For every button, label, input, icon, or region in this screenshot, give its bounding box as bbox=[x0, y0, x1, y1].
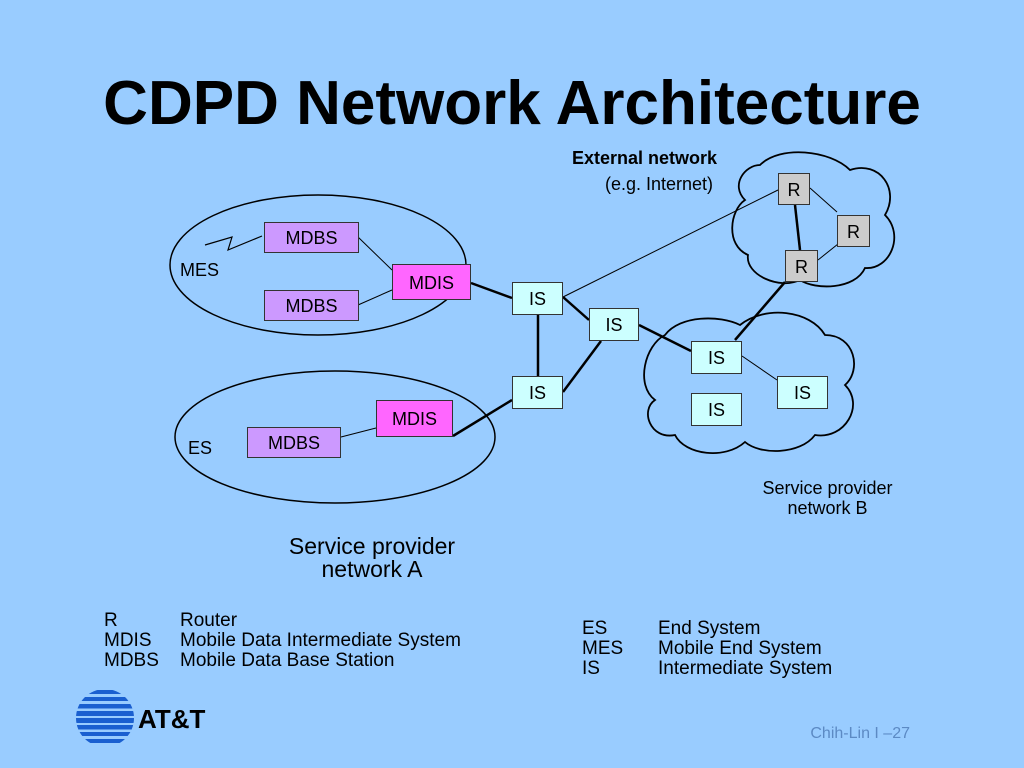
legend-row: ES End System bbox=[582, 619, 832, 639]
legend-row: IS Intermediate System bbox=[582, 659, 832, 679]
legend-meaning: Mobile Data Intermediate System bbox=[180, 630, 461, 651]
legend-meaning: Mobile Data Base Station bbox=[180, 650, 395, 671]
network-b-line2: network B bbox=[787, 498, 868, 518]
mes-label: MES bbox=[180, 260, 220, 280]
att-globe-icon bbox=[76, 690, 134, 743]
legend-row: MES Mobile End System bbox=[582, 639, 832, 659]
legend-meaning: Intermediate System bbox=[658, 658, 833, 679]
is-node-2: IS bbox=[589, 308, 639, 341]
external-network-cloud bbox=[731, 151, 896, 288]
legend-abbr: MDIS bbox=[104, 630, 152, 651]
network-a-line1: Service provider bbox=[288, 533, 456, 559]
mdbs-node-2: MDBS bbox=[264, 290, 359, 321]
network-b-line1: Service provider bbox=[762, 478, 893, 498]
legend-row: MDIS Mobile Data Intermediate System bbox=[104, 631, 461, 651]
network-b-caption: Service provider network B bbox=[740, 478, 915, 518]
legend-abbr: R bbox=[104, 610, 118, 631]
att-logo-text: AT&T bbox=[138, 704, 206, 734]
legend-abbr: ES bbox=[582, 618, 608, 639]
router-node-1: R bbox=[778, 173, 810, 205]
is-node-4: IS bbox=[691, 341, 742, 374]
slide-footer: Chih-Lin I –27 bbox=[810, 725, 910, 742]
external-network-sublabel: (e.g. Internet) bbox=[605, 174, 714, 194]
legend-meaning: End System bbox=[658, 618, 761, 639]
network-b-cloud bbox=[643, 311, 855, 454]
network-a-caption: Service provider network A bbox=[270, 535, 474, 581]
legend-row: R Router bbox=[104, 611, 461, 631]
router-node-3: R bbox=[785, 250, 818, 282]
mdbs-node-1: MDBS bbox=[264, 222, 359, 253]
radio-link-zigzag bbox=[204, 235, 263, 252]
mdbs-node-3: MDBS bbox=[247, 427, 341, 458]
es-region-ellipse bbox=[174, 370, 496, 504]
legend-abbr: MDBS bbox=[104, 650, 159, 671]
legend-left: R Router MDIS Mobile Data Intermediate Sys… bbox=[104, 611, 461, 671]
mdis-node-2: MDIS bbox=[376, 400, 453, 437]
is-node-6: IS bbox=[691, 393, 742, 426]
router-node-2: R bbox=[837, 215, 870, 247]
network-a-line2: network A bbox=[321, 556, 423, 582]
es-label: ES bbox=[188, 438, 213, 458]
is-node-1: IS bbox=[512, 282, 563, 315]
legend-abbr: MES bbox=[582, 638, 624, 659]
slide-title: CDPD Network Architecture bbox=[103, 69, 921, 138]
is-node-3: IS bbox=[512, 376, 563, 409]
is-node-5: IS bbox=[777, 376, 828, 409]
legend-row: MDBS Mobile Data Base Station bbox=[104, 651, 461, 671]
external-network-label: External network bbox=[572, 148, 718, 168]
legend-meaning: Mobile End System bbox=[658, 638, 822, 659]
legend-meaning: Router bbox=[180, 610, 238, 631]
legend-right: ES End System MES Mobile End System IS Inte… bbox=[582, 619, 832, 679]
mdis-node-1: MDIS bbox=[392, 264, 471, 300]
legend-abbr: IS bbox=[582, 658, 600, 679]
